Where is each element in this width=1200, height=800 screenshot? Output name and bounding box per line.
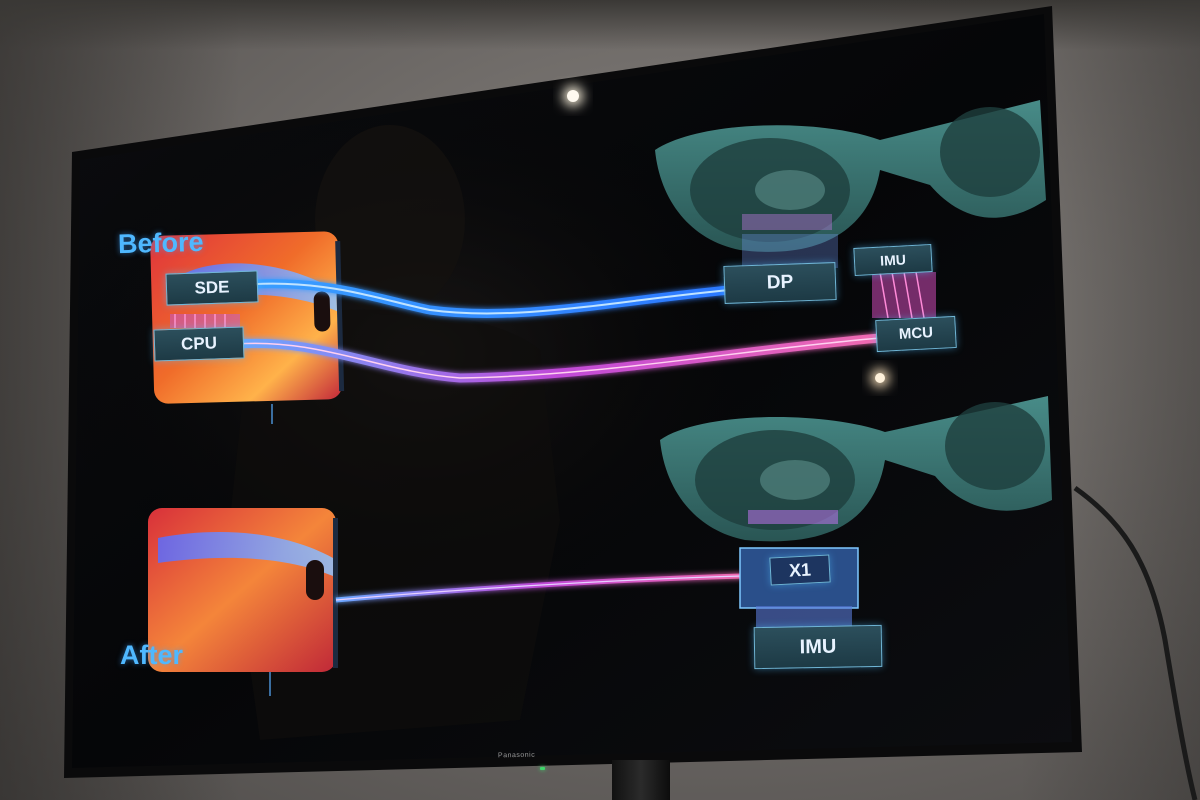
dp-chip-label: DP [766,271,794,294]
sde-chip-label: SDE [194,277,230,298]
mcu-chip: MCU [875,315,957,353]
imu-chip-before-label: IMU [879,251,907,269]
imu-chip-after: IMU [753,624,883,670]
mcu-chip-label: MCU [898,324,934,343]
dp-chip: DP [723,262,837,304]
x1-chip-label: X1 [788,559,812,581]
data-burst-before [170,314,240,328]
power-cable [1073,485,1198,800]
phone-after [148,508,338,672]
x1-chip: X1 [769,554,831,586]
dp-data-bundle [742,214,838,268]
person-reflection-head [315,125,465,315]
glasses-after [660,396,1052,542]
tv-stand [612,760,670,800]
imu-mcu-bundle [872,271,936,319]
power-led [540,767,545,770]
after-label: After [120,640,184,670]
imu-chip-after-label: IMU [799,635,837,659]
before-label: Before [117,226,204,260]
tv-brand-logo: Panasonic [497,751,536,760]
cpu-chip-label: CPU [180,333,218,354]
imu-chip-before: IMU [853,243,933,277]
glasses-before [655,100,1046,252]
cpu-chip: CPU [153,326,245,362]
sde-chip: SDE [165,270,259,306]
